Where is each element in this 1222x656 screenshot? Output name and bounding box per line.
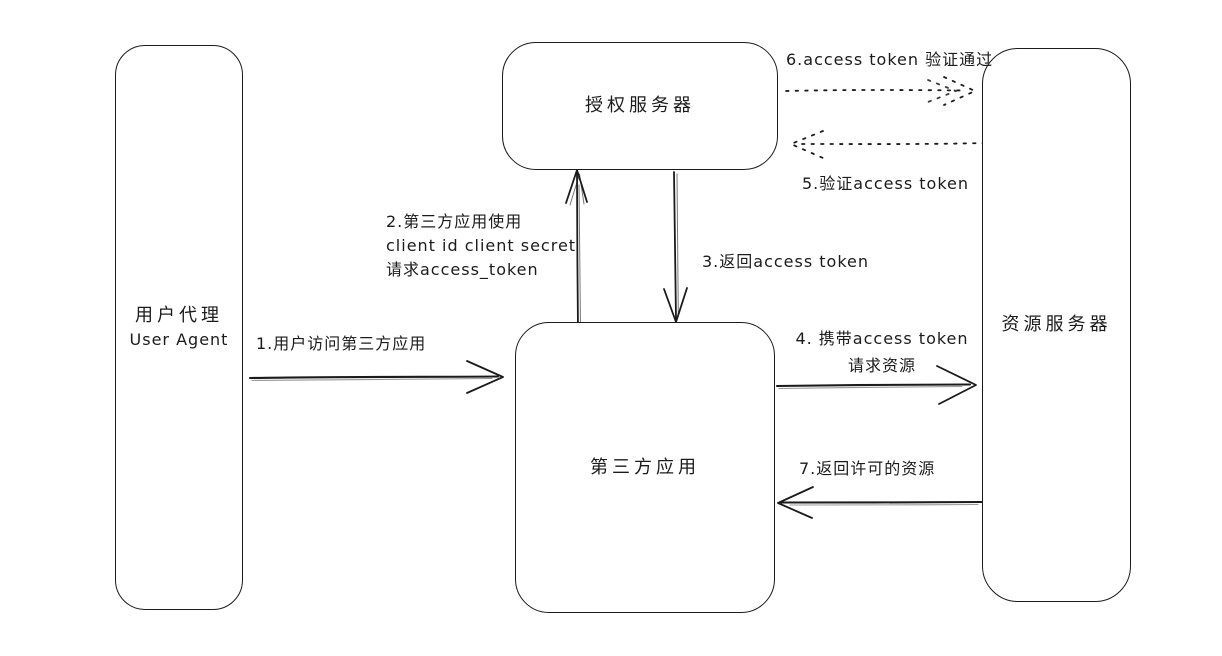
arrow-verify-token-dotted (790, 130, 986, 159)
node-third-party-app: 第三方应用 (515, 322, 775, 613)
edge-label-4-line1: 4. 携带access token (795, 329, 969, 348)
arrow-resource-to-app (777, 486, 984, 519)
node-user-agent-label-en: User Agent (129, 329, 229, 349)
node-auth-server: 授权服务器 (502, 42, 778, 170)
arrow-auth-to-app (663, 171, 688, 323)
edge-label-6: 6.access token 验证通过 (786, 50, 994, 69)
edge-label-2-line2: client id client secret (386, 236, 577, 255)
edge-label-7: 7.返回许可的资源 (799, 459, 936, 478)
node-user-agent-label: 用户代理 User Agent (130, 304, 229, 352)
edge-label-2-line1: 2.第三方应用使用 (386, 212, 523, 231)
node-resource-server-label: 资源服务器 (1001, 314, 1112, 335)
edge-label-2-line3: 请求access_token (386, 260, 539, 279)
node-user-agent: 用户代理 User Agent (115, 45, 243, 610)
arrow-token-valid-dotted (785, 76, 976, 106)
node-resource-server: 资源服务器 (982, 48, 1131, 602)
arrow-user-to-app (248, 360, 504, 394)
node-third-party-app-label: 第三方应用 (590, 456, 700, 478)
edge-label-4: 4. 携带access token 请求资源 (784, 325, 980, 379)
edge-label-5: 5.验证access token (802, 174, 970, 193)
edge-label-3: 3.返回access token (702, 252, 870, 271)
node-auth-server-label: 授权服务器 (585, 95, 695, 116)
edge-label-2: 2.第三方应用使用 client id client secret 请求acce… (386, 210, 576, 282)
edge-label-1: 1.用户访问第三方应用 (256, 334, 427, 353)
edge-label-4-line2: 请求资源 (847, 356, 916, 375)
node-user-agent-label-zh: 用户代理 (134, 304, 223, 326)
